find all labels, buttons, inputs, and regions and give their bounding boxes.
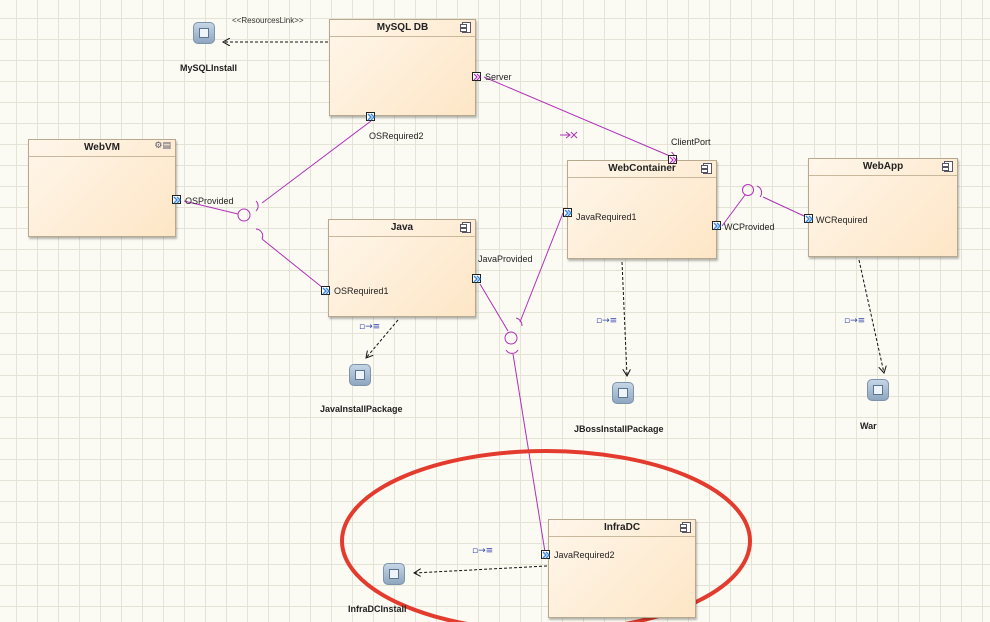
port-label-osprovided: OSProvided	[185, 196, 234, 206]
port-label-javaprovided: JavaProvided	[478, 254, 533, 264]
port-label-javarequired1: JavaRequired1	[576, 212, 637, 222]
component-mysql-db[interactable]: MySQL DB	[329, 19, 476, 116]
port-label-javarequired2: JavaRequired2	[554, 550, 615, 560]
artifact-label-javainstallpackage: JavaInstallPackage	[320, 404, 403, 414]
port-label-wcrequired: WCRequired	[816, 215, 868, 225]
port-icon-osrequired2[interactable]	[366, 112, 375, 121]
component-icon	[701, 163, 712, 174]
port-arrow-icon	[713, 222, 721, 230]
component-title: WebContainer	[568, 161, 716, 178]
port-arrow-icon	[542, 551, 550, 559]
port-arrow-icon	[805, 215, 813, 223]
component-infradc[interactable]: InfraDC	[548, 519, 696, 618]
os-required1-connector[interactable]	[261, 238, 324, 289]
java-provided-lollipop[interactable]	[504, 331, 518, 345]
component-title: MySQL DB	[330, 20, 475, 37]
artifact-label-infradcinstall: InfraDCInstall	[348, 604, 407, 614]
port-label-server: Server	[485, 72, 512, 82]
highlight-ellipse	[340, 449, 752, 622]
component-icon	[942, 161, 953, 172]
dependency-icon[interactable]: ▫→≡	[359, 322, 381, 332]
component-title: WebVM	[29, 140, 175, 157]
port-icon-osrequired1[interactable]	[321, 286, 330, 295]
component-title: Java	[329, 220, 475, 237]
wc-required-socket[interactable]	[756, 185, 763, 198]
component-icon	[680, 522, 691, 533]
artifact-icon[interactable]	[193, 22, 215, 44]
port-arrow-icon	[473, 275, 481, 283]
port-label-wcprovided: WCProvided	[724, 222, 775, 232]
port-icon-wcprovided[interactable]	[712, 221, 721, 230]
resources-link-stereotype: <<ResourcesLink>>	[232, 16, 304, 25]
component-webcontainer[interactable]: WebContainer	[567, 160, 717, 259]
port-icon-server[interactable]	[472, 72, 481, 81]
artifact-icon[interactable]	[867, 379, 889, 401]
component-webvm[interactable]: WebVM ⚙▤	[28, 139, 176, 237]
component-webapp[interactable]: WebApp	[808, 158, 958, 257]
component-icon	[460, 22, 471, 33]
port-arrow-icon	[473, 73, 481, 81]
component-java[interactable]: Java	[328, 219, 476, 317]
os-provided-lollipop[interactable]	[237, 208, 251, 222]
os-required2-socket[interactable]	[255, 200, 259, 212]
port-icon-javaprovided[interactable]	[472, 274, 481, 283]
component-icon	[460, 222, 471, 233]
port-icon-clientport[interactable]	[668, 155, 677, 164]
port-arrow-icon	[367, 113, 375, 121]
connector-label-icon	[560, 131, 578, 139]
java-provided-connector[interactable]	[479, 283, 509, 332]
port-arrow-icon	[322, 287, 330, 295]
port-arrow-icon	[173, 196, 181, 204]
component-title: WebApp	[809, 159, 957, 176]
jboss-install-dependency[interactable]	[621, 261, 627, 376]
port-icon-javarequired2[interactable]	[541, 550, 550, 559]
wc-provided-connector[interactable]	[721, 194, 746, 227]
artifact-label-mysqlinstall: MySQLInstall	[180, 63, 238, 73]
component-title: InfraDC	[549, 520, 695, 537]
artifact-label-war: War	[860, 421, 877, 431]
node-icon: ⚙▤	[154, 141, 171, 151]
os-required2-connector[interactable]	[261, 120, 372, 204]
port-icon-javarequired1[interactable]	[563, 208, 572, 217]
artifact-label-jbossinstallpackage: JBossInstallPackage	[574, 424, 664, 434]
infradc-install-dependency[interactable]	[414, 565, 548, 573]
port-label-osrequired1: OSRequired1	[334, 286, 389, 296]
dependency-icon[interactable]: ▫→≡	[472, 546, 494, 556]
server-clientport-connector[interactable]	[483, 76, 677, 159]
port-arrow-icon	[669, 156, 677, 164]
port-label-clientport: ClientPort	[671, 137, 711, 147]
java-required1-connector[interactable]	[519, 212, 564, 323]
java-install-dependency[interactable]	[366, 319, 399, 358]
dependency-icon[interactable]: ▫→≡	[844, 316, 866, 326]
os-required1-socket[interactable]	[255, 228, 264, 240]
os-provided-connector[interactable]	[183, 200, 239, 215]
war-dependency[interactable]	[858, 259, 884, 373]
port-arrow-icon	[564, 209, 572, 217]
port-icon-wcrequired[interactable]	[804, 214, 813, 223]
artifact-icon[interactable]	[383, 563, 405, 585]
artifact-icon[interactable]	[349, 364, 371, 386]
dependency-icon[interactable]: ▫→≡	[596, 316, 618, 326]
artifact-icon[interactable]	[612, 382, 634, 404]
port-icon-osprovided[interactable]	[172, 195, 181, 204]
java-required2-socket[interactable]	[505, 349, 519, 354]
wc-provided-lollipop[interactable]	[742, 184, 754, 196]
wc-required-connector[interactable]	[762, 196, 805, 217]
port-label-osrequired2: OSRequired2	[369, 131, 424, 141]
